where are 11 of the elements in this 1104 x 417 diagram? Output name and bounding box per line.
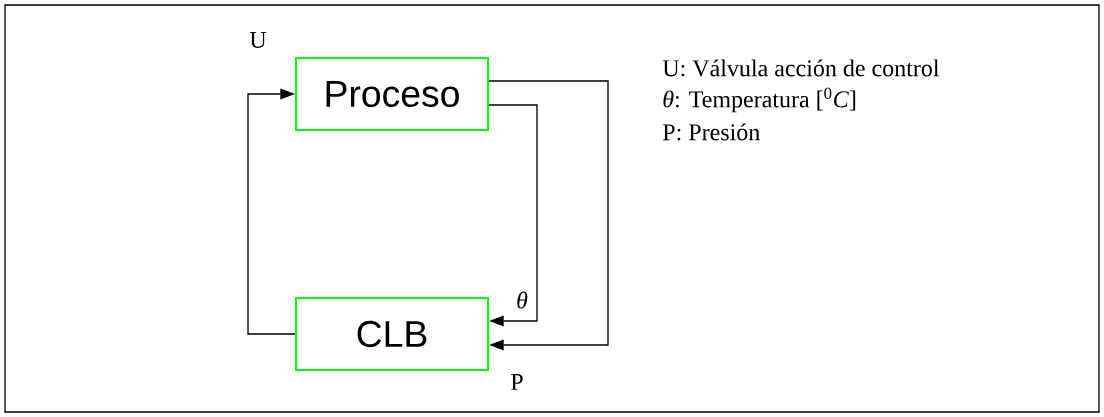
edge-label: U [249,32,267,48]
arrow [488,104,538,327]
process-box: Proceso [295,57,489,131]
legend-text: U: Válvula acción de control [662,59,940,77]
arrow [247,88,296,335]
edge-label: P [511,374,523,390]
arrow [488,80,609,351]
process-box: CLB [295,297,489,371]
edge-label: θ [517,291,528,309]
legend-text: P: Presión [662,123,760,141]
legend-text: θ: Temperatura [$^{0}$C] [663,87,856,113]
